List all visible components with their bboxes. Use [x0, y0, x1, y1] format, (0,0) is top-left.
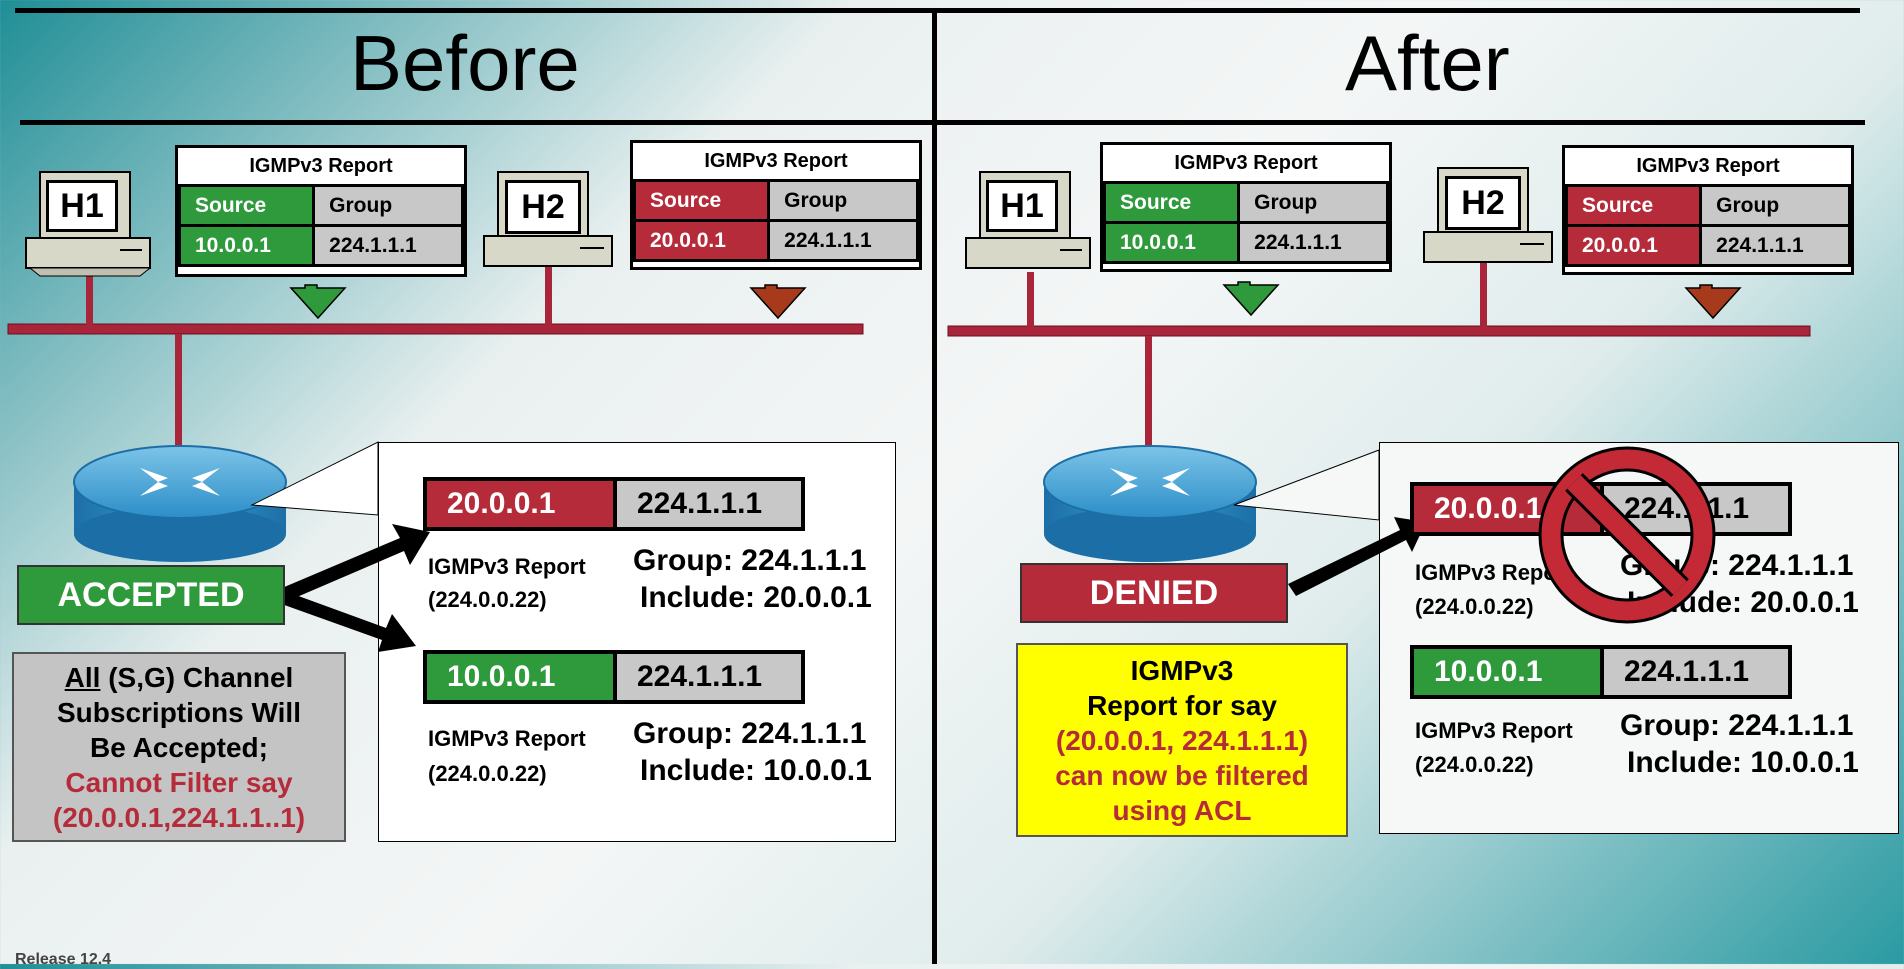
before-note: All (S,G) Channel Subscriptions Will Be … [12, 652, 346, 842]
source-value: 20.0.0.1 [1564, 224, 1703, 267]
group-header: Group [1699, 184, 1851, 227]
group-value: 224.1.1.1 [312, 224, 464, 267]
before-entry2-report: IGMPv3 Report [428, 726, 586, 751]
after-status-denied: DENIED [1020, 563, 1288, 623]
note-line3: (20.0.0.1, 224.1.1.1) [1055, 725, 1309, 756]
after-entry2-group-line: Group: 224.1.1.1 [1620, 709, 1854, 742]
before-router-icon [73, 445, 287, 562]
before-accepted-arrows [276, 524, 430, 652]
before-entry2-addr: (224.0.0.22) [428, 761, 547, 786]
after-h1-report: IGMPv3 Report Source Group 10.0.0.1 224.… [1100, 142, 1392, 272]
center-divider [932, 8, 937, 964]
before-entry2-sg: 10.0.0.1 224.1.1.1 [423, 650, 805, 704]
group-header: Group [767, 179, 919, 222]
before-entry1-report: IGMPv3 Report [428, 554, 586, 579]
source-header: Source [1564, 184, 1703, 227]
before-h2-report: IGMPv3 Report Source Group 20.0.0.1 224.… [630, 140, 922, 270]
report-title: IGMPv3 Report [249, 154, 393, 177]
report-title: IGMPv3 Report [1636, 154, 1780, 177]
before-h1-report: IGMPv3 Report Source Group 10.0.0.1 224.… [175, 145, 467, 277]
after-entry2-include-line: Include: 10.0.0.1 [1627, 746, 1859, 779]
before-title: Before [350, 19, 580, 107]
top-rule [15, 8, 1860, 13]
before-entry2-include-line: Include: 10.0.0.1 [640, 754, 872, 787]
entry-source: 20.0.0.1 [427, 481, 617, 527]
before-entry1-addr: (224.0.0.22) [428, 587, 547, 612]
entry-group: 224.1.1.1 [617, 654, 801, 700]
note-line5: using ACL [1112, 795, 1252, 826]
note-line1: IGMPv3 [1130, 655, 1234, 686]
before-host1-label: H1 [46, 180, 118, 232]
after-host1-label: H1 [986, 180, 1058, 232]
after-green-down-arrow-icon [1222, 281, 1280, 317]
before-entry2-group-line: Group: 224.1.1.1 [633, 717, 867, 750]
before-lan [7, 260, 864, 452]
source-header: Source [177, 184, 316, 227]
note-line2: Subscriptions Will [57, 697, 301, 728]
after-note: IGMPv3 Report for say (20.0.0.1, 224.1.1… [1016, 643, 1348, 837]
before-entry1-sg: 20.0.0.1 224.1.1.1 [423, 477, 805, 531]
report-title: IGMPv3 Report [704, 149, 848, 172]
note-line5: (20.0.0.1,224.1.1..1) [52, 802, 306, 833]
after-host2-label: H2 [1445, 176, 1521, 230]
note-line2: Report for say [1087, 690, 1277, 721]
after-lan [947, 260, 1811, 454]
after-entry2-report: IGMPv3 Report [1415, 718, 1573, 743]
source-value: 10.0.0.1 [177, 224, 316, 267]
note-underlined: All [64, 662, 101, 693]
after-entry1-addr: (224.0.0.22) [1415, 594, 1534, 619]
note-line4: Cannot Filter say [65, 767, 293, 798]
before-status-accepted: ACCEPTED [17, 565, 285, 625]
group-header: Group [1237, 181, 1389, 224]
note-line1-rest: (S,G) Channel [100, 662, 294, 693]
before-red-down-arrow-icon [749, 284, 807, 320]
before-green-down-arrow-icon [289, 284, 347, 320]
title-rule [20, 120, 1865, 125]
entry-group: 224.1.1.1 [1604, 649, 1788, 695]
before-entry1-group-line: Group: 224.1.1.1 [633, 544, 867, 577]
after-router-icon [1043, 445, 1257, 562]
after-title: After [1345, 19, 1510, 107]
after-entry2-sg: 10.0.0.1 224.1.1.1 [1410, 645, 1792, 699]
source-header: Source [632, 179, 771, 222]
group-value: 224.1.1.1 [1699, 224, 1851, 267]
entry-source: 10.0.0.1 [1414, 649, 1604, 695]
after-h2-report: IGMPv3 Report Source Group 20.0.0.1 224.… [1562, 145, 1854, 275]
source-value: 20.0.0.1 [632, 219, 771, 262]
after-denied-arrow [1288, 517, 1426, 596]
source-value: 10.0.0.1 [1102, 221, 1241, 264]
source-header: Source [1102, 181, 1241, 224]
note-line3: Be Accepted; [90, 732, 268, 763]
entry-source: 20.0.0.1 [1414, 486, 1604, 532]
prohibited-icon [1538, 446, 1716, 624]
after-entry2-addr: (224.0.0.22) [1415, 752, 1534, 777]
group-value: 224.1.1.1 [767, 219, 919, 262]
before-entry1-include-line: Include: 20.0.0.1 [640, 581, 872, 614]
entry-source: 10.0.0.1 [427, 654, 617, 700]
footer-release: Release 12.4 [15, 951, 112, 968]
before-host2-label: H2 [505, 180, 581, 234]
entry-group: 224.1.1.1 [617, 481, 801, 527]
note-line4: can now be filtered [1055, 760, 1309, 791]
group-value: 224.1.1.1 [1237, 221, 1389, 264]
after-red-down-arrow-icon [1684, 284, 1742, 320]
group-header: Group [312, 184, 464, 227]
report-title: IGMPv3 Report [1174, 151, 1318, 174]
